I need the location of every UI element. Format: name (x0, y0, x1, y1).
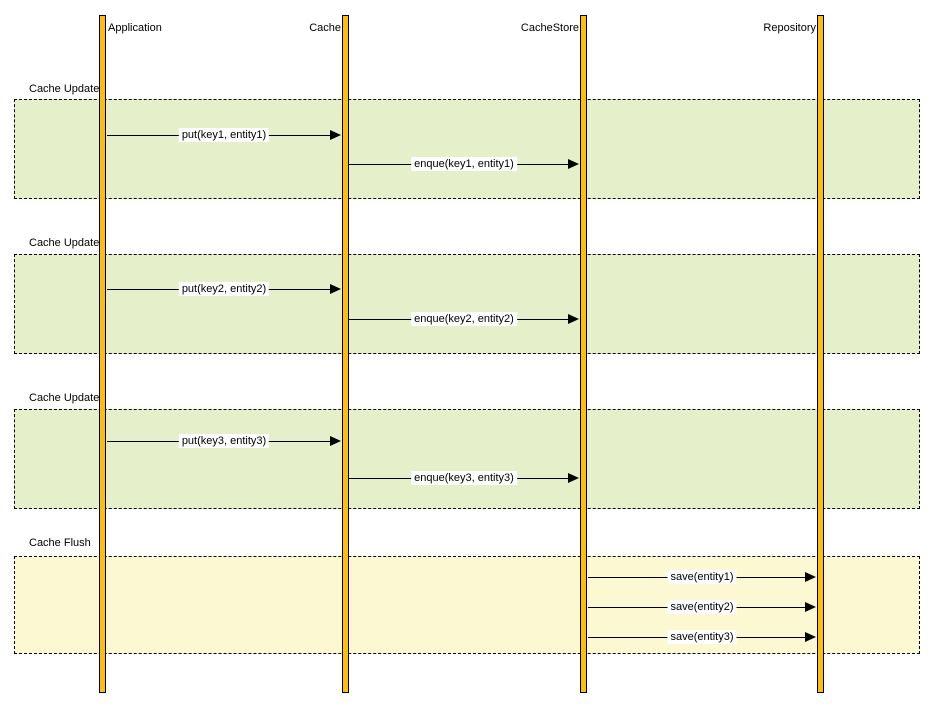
message-label: enque(key3, entity3) (411, 471, 517, 485)
message-enque-key1: enque(key1, entity1) (349, 154, 579, 174)
lifeline-bar-cachestore (580, 15, 587, 693)
fragment-label-cache-update-1: Cache Update (29, 83, 100, 95)
message-put-key3: put(key3, entity3) (107, 431, 341, 451)
arrowhead-icon (805, 602, 816, 612)
arrowhead-icon (805, 632, 816, 642)
message-enque-key2: enque(key2, entity2) (349, 309, 579, 329)
actor-label-cache: Cache (309, 22, 341, 34)
arrowhead-icon (568, 159, 579, 169)
fragment-label-cache-flush: Cache Flush (29, 537, 91, 549)
arrowhead-icon (330, 130, 341, 140)
message-label: enque(key2, entity2) (411, 312, 517, 326)
message-save-entity1: save(entity1) (588, 567, 816, 587)
message-put-key1: put(key1, entity1) (107, 125, 341, 145)
message-label: put(key1, entity1) (178, 128, 270, 142)
message-put-key2: put(key2, entity2) (107, 279, 341, 299)
message-label: put(key3, entity3) (178, 434, 270, 448)
arrowhead-icon (568, 314, 579, 324)
message-label: save(entity2) (667, 600, 737, 614)
message-label: enque(key1, entity1) (411, 157, 517, 171)
message-save-entity2: save(entity2) (588, 597, 816, 617)
message-label: put(key2, entity2) (178, 282, 270, 296)
arrowhead-icon (805, 572, 816, 582)
fragment-label-cache-update-3: Cache Update (29, 392, 100, 404)
message-enque-key3: enque(key3, entity3) (349, 468, 579, 488)
actor-label-cachestore: CacheStore (520, 22, 579, 34)
message-label: save(entity1) (667, 570, 737, 584)
actor-label-application: Application (108, 22, 162, 34)
lifeline-bar-cache (342, 15, 349, 693)
fragment-cache-update-2 (14, 254, 920, 354)
message-save-entity3: save(entity3) (588, 627, 816, 647)
arrowhead-icon (330, 436, 341, 446)
actor-label-repository: Repository (763, 22, 816, 34)
fragment-label-cache-update-2: Cache Update (29, 237, 100, 249)
fragment-cache-update-3 (14, 409, 920, 509)
fragment-cache-update-1 (14, 99, 920, 199)
arrowhead-icon (330, 284, 341, 294)
arrowhead-icon (568, 473, 579, 483)
message-label: save(entity3) (667, 630, 737, 644)
lifeline-bar-repository (817, 15, 824, 693)
lifeline-bar-application (99, 15, 106, 693)
